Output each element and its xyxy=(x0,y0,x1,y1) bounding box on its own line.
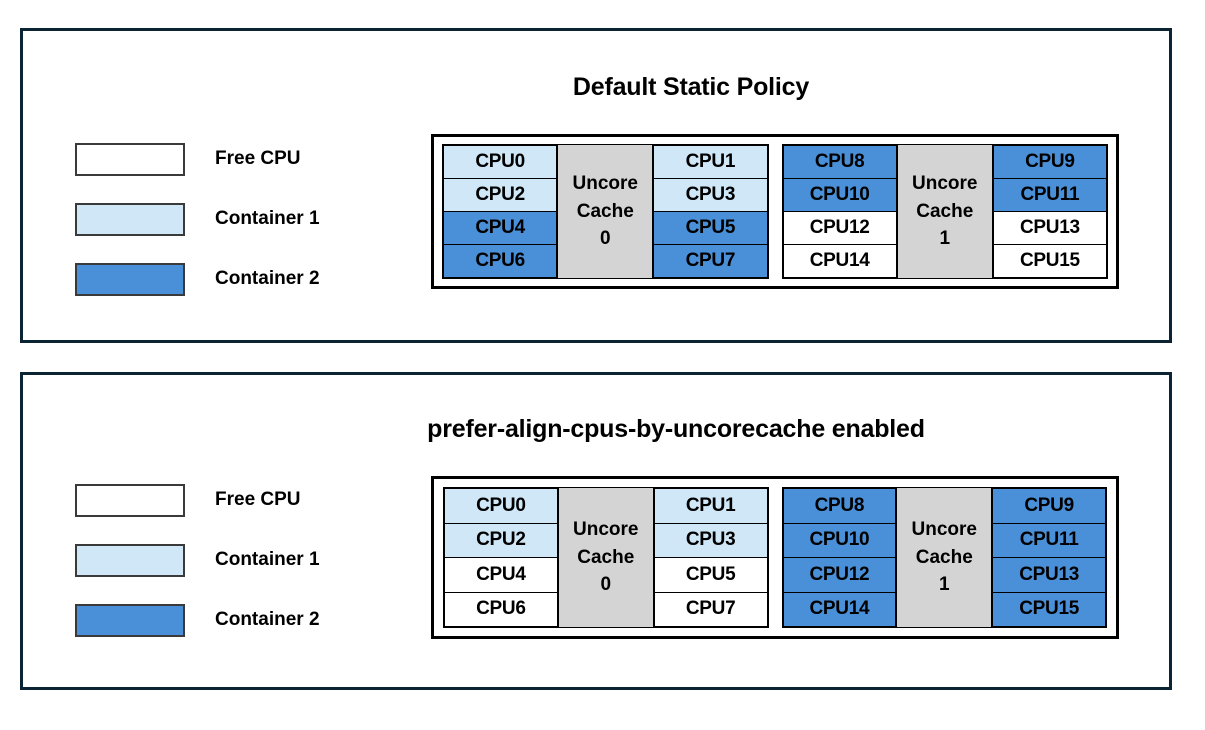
cpu-cell: CPU8 xyxy=(782,488,897,524)
uncore-cache-index: 0 xyxy=(600,574,612,596)
legend-swatch-container-1 xyxy=(75,202,185,236)
cpu-cell: CPU0 xyxy=(444,488,558,524)
legend-label-container-2: Container 2 xyxy=(215,609,320,630)
cpu-cell: CPU5 xyxy=(653,558,768,593)
uncore-cache-line-1: Uncore xyxy=(912,173,978,195)
legend-label-container-2: Container 2 xyxy=(215,268,320,289)
legend-swatch-container-2 xyxy=(75,603,185,637)
cpu-cell: CPU5 xyxy=(653,212,768,245)
legend-top: Free CPU Container 1 Container 2 xyxy=(75,129,320,309)
socket-uncore-cache-0: CPU0 CPU2 CPU4 CPU6 Uncore Cache 0 CPU1 … xyxy=(442,144,769,279)
cpu-cell: CPU13 xyxy=(992,558,1106,593)
legend-item-container-2: Container 2 xyxy=(75,590,320,650)
legend-swatch-container-2 xyxy=(75,262,185,296)
cpu-cell: CPU1 xyxy=(653,488,768,524)
cpu-column-right: CPU1 CPU3 CPU5 CPU7 xyxy=(653,488,768,627)
cpu-column-right: CPU9 CPU11 CPU13 CPU15 xyxy=(992,145,1107,278)
panel-default-static-policy: Default Static Policy Free CPU Container… xyxy=(20,28,1172,343)
cpu-topology-diagram: CPU0 CPU2 CPU4 CPU6 Uncore Cache 0 CPU1 … xyxy=(431,134,1119,289)
page-title-top: Default Static Policy xyxy=(572,73,810,101)
cpu-cell: CPU2 xyxy=(444,523,558,558)
cpu-cell: CPU4 xyxy=(443,212,558,245)
cpu-topology-diagram: CPU0 CPU2 CPU4 CPU6 Uncore Cache 0 CPU1 … xyxy=(431,476,1119,639)
uncore-cache-block: Uncore Cache 0 xyxy=(557,145,654,278)
cpu-cell: CPU11 xyxy=(992,523,1106,558)
cpu-cell: CPU9 xyxy=(992,488,1106,524)
cpu-cell: CPU11 xyxy=(992,179,1107,212)
cpu-cell: CPU7 xyxy=(653,592,768,627)
uncore-cache-index: 1 xyxy=(939,228,951,250)
cpu-cell: CPU8 xyxy=(782,145,897,179)
uncore-cache-block: Uncore Cache 1 xyxy=(896,488,993,627)
legend-item-container-2: Container 2 xyxy=(75,249,320,309)
legend-item-container-1: Container 1 xyxy=(75,530,320,590)
socket-uncore-cache-1: CPU8 CPU10 CPU12 CPU14 Uncore Cache 1 CP… xyxy=(781,144,1108,279)
legend-swatch-free-cpu xyxy=(75,142,185,176)
uncore-cache-line-1: Uncore xyxy=(572,173,638,195)
uncore-cache-block: Uncore Cache 0 xyxy=(557,488,654,627)
cpu-cell: CPU2 xyxy=(443,179,558,212)
socket-uncore-cache-0: CPU0 CPU2 CPU4 CPU6 Uncore Cache 0 CPU1 … xyxy=(443,487,769,628)
cpu-cell: CPU13 xyxy=(992,212,1107,245)
cpu-column-left: CPU8 CPU10 CPU12 CPU14 xyxy=(782,488,897,627)
uncore-cache-block: Uncore Cache 1 xyxy=(896,145,993,278)
uncore-cache-line-1: Uncore xyxy=(573,519,639,541)
uncore-cache-line-2: Cache xyxy=(576,200,634,222)
page-title-bottom: prefer-align-cpus-by-uncorecache enabled xyxy=(427,415,925,443)
cpu-column-right: CPU1 CPU3 CPU5 CPU7 xyxy=(653,145,768,278)
legend-item-container-1: Container 1 xyxy=(75,189,320,249)
cpu-cell: CPU3 xyxy=(653,179,768,212)
uncore-cache-line-2: Cache xyxy=(915,546,973,568)
uncore-cache-line-1: Uncore xyxy=(911,519,977,541)
cpu-cell: CPU3 xyxy=(653,523,768,558)
legend-label-container-1: Container 1 xyxy=(215,549,320,570)
cpu-cell: CPU4 xyxy=(444,558,558,593)
cpu-cell: CPU6 xyxy=(443,245,558,278)
legend-bottom: Free CPU Container 1 Container 2 xyxy=(75,470,320,650)
cpu-cell: CPU1 xyxy=(653,145,768,179)
uncore-cache-index: 0 xyxy=(599,228,611,250)
uncore-cache-line-2: Cache xyxy=(916,200,974,222)
cpu-cell: CPU0 xyxy=(443,145,558,179)
cpu-cell: CPU15 xyxy=(992,592,1106,627)
legend-item-free-cpu: Free CPU xyxy=(75,470,320,530)
legend-swatch-free-cpu xyxy=(75,483,185,517)
cpu-cell: CPU14 xyxy=(782,592,897,627)
cpu-column-left: CPU0 CPU2 CPU4 CPU6 xyxy=(444,488,558,627)
cpu-cell: CPU12 xyxy=(782,212,897,245)
cpu-column-left: CPU8 CPU10 CPU12 CPU14 xyxy=(782,145,897,278)
panel-prefer-align-cpus-by-uncorecache: prefer-align-cpus-by-uncorecache enabled… xyxy=(20,372,1172,690)
legend-label-free-cpu: Free CPU xyxy=(215,148,301,169)
cpu-cell: CPU9 xyxy=(992,145,1107,179)
legend-item-free-cpu: Free CPU xyxy=(75,129,320,189)
cpu-cell: CPU14 xyxy=(782,245,897,278)
socket-uncore-cache-1: CPU8 CPU10 CPU12 CPU14 Uncore Cache 1 CP… xyxy=(781,487,1107,628)
cpu-cell: CPU10 xyxy=(782,179,897,212)
legend-label-free-cpu: Free CPU xyxy=(215,489,301,510)
cpu-cell: CPU7 xyxy=(653,245,768,278)
cpu-column-right: CPU9 CPU11 CPU13 CPU15 xyxy=(992,488,1106,627)
legend-swatch-container-1 xyxy=(75,543,185,577)
cpu-cell: CPU12 xyxy=(782,558,897,593)
cpu-column-left: CPU0 CPU2 CPU4 CPU6 xyxy=(443,145,558,278)
cpu-cell: CPU10 xyxy=(782,523,897,558)
cpu-cell: CPU15 xyxy=(992,245,1107,278)
uncore-cache-index: 1 xyxy=(938,574,950,596)
legend-label-container-1: Container 1 xyxy=(215,208,320,229)
cpu-cell: CPU6 xyxy=(444,592,558,627)
uncore-cache-line-2: Cache xyxy=(577,546,635,568)
